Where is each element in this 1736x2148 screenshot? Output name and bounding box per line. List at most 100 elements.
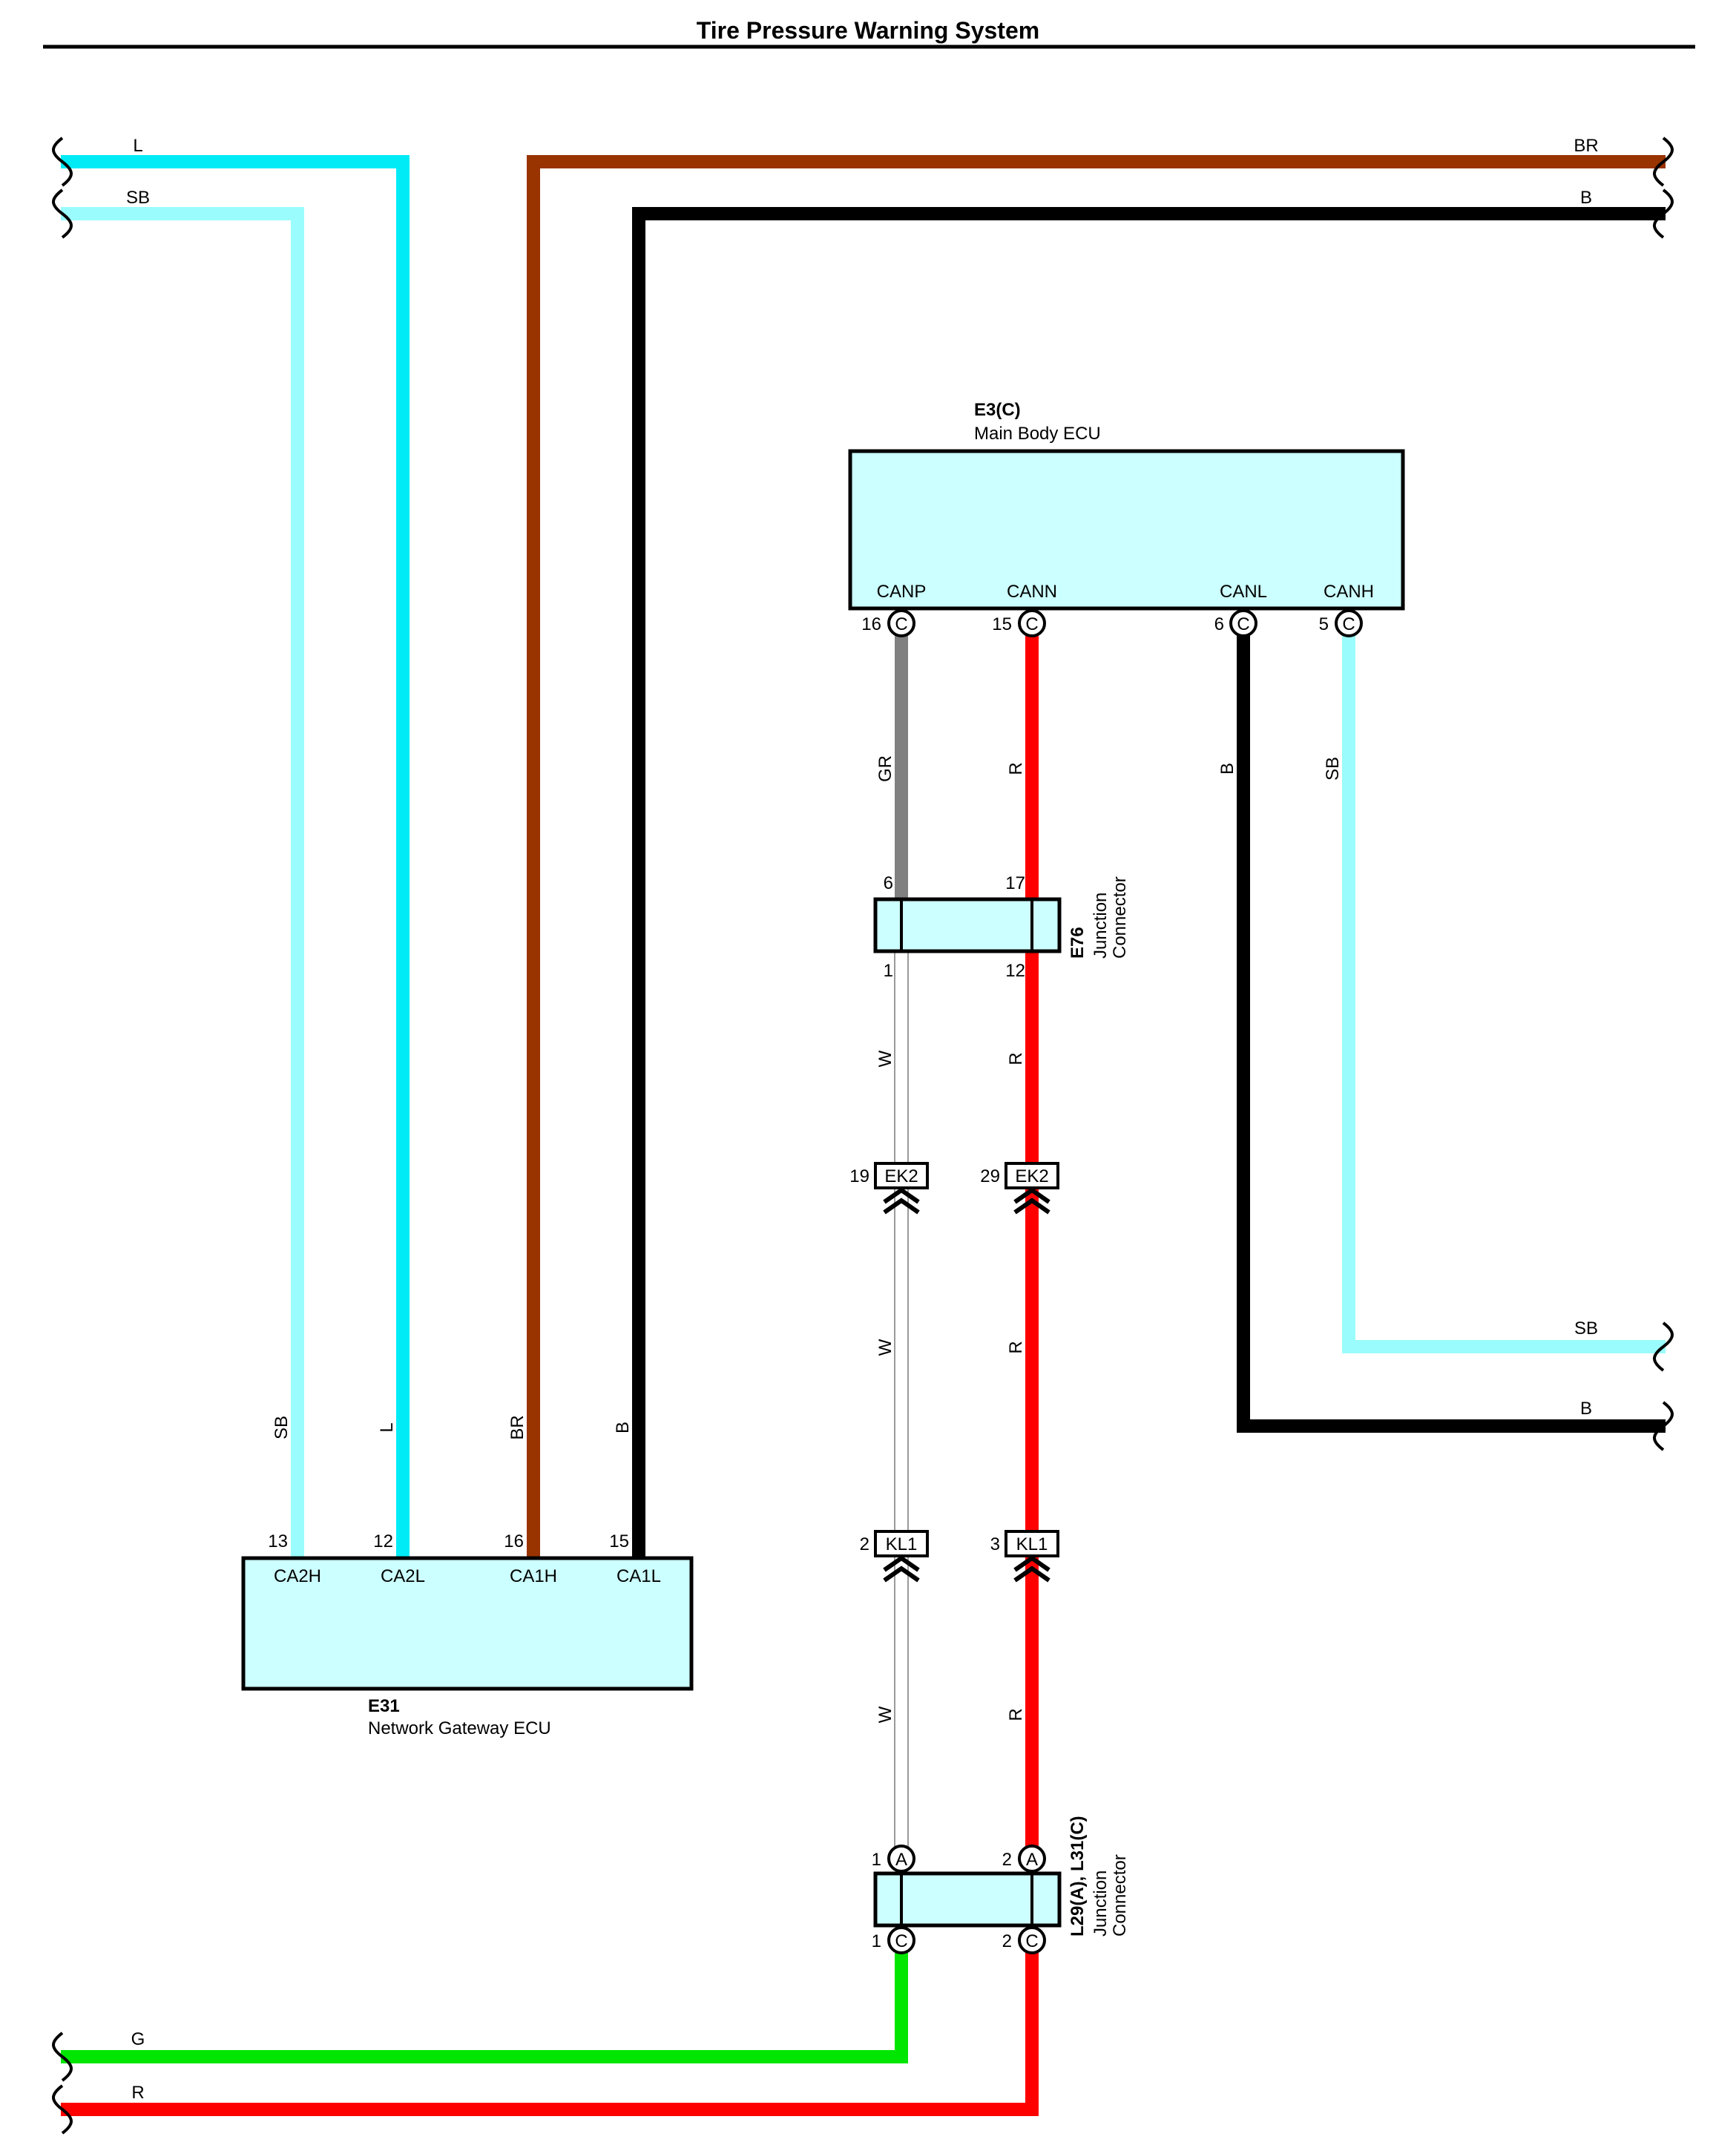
ek2-right-pin: 29: [980, 1166, 1000, 1186]
svg-text:A: A: [895, 1850, 907, 1870]
edge-label-sb-right: SB: [1574, 1318, 1598, 1339]
main-body-ecu-code: E3(C): [974, 400, 1021, 420]
edge-label-br: BR: [1574, 136, 1598, 156]
gw-pin-12: 12: [373, 1531, 393, 1551]
gw-pin-13: 13: [268, 1531, 288, 1551]
wire-label-b-canl: B: [1217, 763, 1237, 775]
terminal-ca1l-name: CA1L: [617, 1566, 661, 1586]
e76-connector-box: [873, 897, 1062, 953]
svg-text:C: C: [1237, 614, 1249, 634]
l29-line2: Connector: [1110, 1854, 1130, 1937]
gw-pin-15: 15: [609, 1531, 629, 1551]
break-symbol-b-right: [1653, 188, 1674, 239]
pin-canh: C 5: [1319, 609, 1363, 637]
ek2-connector-left: EK2 19: [849, 1162, 929, 1215]
svg-text:C: C: [895, 1931, 907, 1951]
gateway-ecu-name: Network Gateway ECU: [368, 1718, 551, 1738]
wire-label-r2: R: [1006, 1341, 1026, 1353]
svg-text:KL1: KL1: [1016, 1534, 1048, 1554]
svg-text:C: C: [1025, 614, 1038, 634]
e76-line2: Connector: [1110, 876, 1130, 959]
svg-text:1: 1: [872, 1931, 881, 1951]
svg-text:C: C: [895, 614, 907, 634]
gw-wire-label-br: BR: [507, 1415, 527, 1439]
kl1-connector-left: KL1 2: [860, 1530, 929, 1583]
pin-canp-number: 16: [861, 614, 881, 634]
l29-code: L29(A), L31(C): [1068, 1816, 1088, 1937]
pin-canh-number: 5: [1319, 614, 1329, 634]
kl1-right-pin: 3: [990, 1534, 1000, 1554]
e76-line1: Junction: [1091, 893, 1111, 959]
edge-label-b-right: B: [1580, 188, 1592, 208]
terminal-ca2h-name: CA2H: [274, 1566, 321, 1586]
wire-label-w2: W: [875, 1339, 895, 1356]
terminal-canh-name: CANH: [1324, 582, 1374, 602]
terminal-cann-name: CANN: [1007, 582, 1057, 602]
ek2-right-chevron-icon: [1013, 1187, 1051, 1215]
kl1-connector-right: KL1 3: [990, 1530, 1059, 1583]
kl1-left-pin: 2: [860, 1534, 869, 1554]
wire-sb-canh: [1342, 623, 1666, 1353]
kl1-right-chevron-icon: [1013, 1555, 1051, 1583]
break-symbol-sb-left: [52, 188, 73, 239]
svg-text:EK2: EK2: [884, 1166, 918, 1186]
e76-pin-1: 1: [884, 961, 893, 981]
wire-label-gr: GR: [875, 755, 895, 782]
svg-text:2: 2: [1002, 1931, 1012, 1951]
wire-b-canl: [1237, 623, 1666, 1433]
break-symbol-l: [52, 137, 73, 187]
pin-cann: C 15: [992, 609, 1046, 637]
ek2-left-pin: 19: [849, 1166, 869, 1186]
wire-sb-top: [61, 207, 304, 1560]
break-symbol-br: [1653, 137, 1674, 187]
edge-label-b-right2: B: [1580, 1399, 1592, 1419]
gw-wire-label-sb: SB: [272, 1416, 292, 1439]
pin-cann-number: 15: [992, 614, 1012, 634]
svg-text:C: C: [1025, 1931, 1038, 1951]
break-symbol-b-right2: [1653, 1401, 1674, 1451]
diagram-title: Tire Pressure Warning System: [697, 17, 1039, 44]
edge-label-sb-left: SB: [126, 188, 150, 208]
svg-text:KL1: KL1: [886, 1534, 918, 1554]
wire-br-top: [527, 155, 1666, 1560]
e76-pin-12: 12: [1005, 961, 1025, 981]
wire-label-w3: W: [875, 1706, 895, 1723]
gateway-ecu-code: E31: [368, 1696, 400, 1716]
wire-label-sb-canh: SB: [1323, 757, 1343, 781]
main-body-ecu-box: [848, 449, 1405, 611]
svg-text:2: 2: [1002, 1850, 1012, 1870]
terminal-ca2l-name: CA2L: [381, 1566, 425, 1586]
svg-text:EK2: EK2: [1015, 1166, 1048, 1186]
terminal-canp-name: CANP: [877, 582, 927, 602]
l29-pin-bottom-left: C 1: [872, 1926, 915, 1954]
l29-connector-box: [873, 1871, 1062, 1928]
gw-wire-label-b: B: [613, 1422, 633, 1433]
pin-canl: C 6: [1214, 609, 1257, 637]
wire-label-r1: R: [1006, 1052, 1026, 1065]
wire-label-r-cann: R: [1006, 762, 1026, 775]
edge-label-l: L: [133, 136, 142, 156]
svg-text:A: A: [1026, 1850, 1038, 1870]
main-body-ecu-name: Main Body ECU: [974, 424, 1101, 444]
gw-wire-label-l: L: [377, 1422, 397, 1432]
wire-r-bottom: [61, 1940, 1039, 2116]
l29-line1: Junction: [1091, 1871, 1111, 1937]
svg-text:C: C: [1342, 614, 1355, 634]
break-symbol-g: [52, 2032, 73, 2082]
gateway-ecu-box: [241, 1556, 694, 1691]
break-symbol-r: [52, 2084, 73, 2135]
edge-label-r: R: [131, 2083, 144, 2103]
wire-label-w1: W: [875, 1050, 895, 1067]
l29-pin-top-right: A 2: [1002, 1845, 1046, 1873]
kl1-left-chevron-icon: [883, 1555, 920, 1583]
l29-pin-top-left: A 1: [872, 1845, 915, 1873]
ek2-connector-right: EK2 29: [980, 1162, 1059, 1215]
pin-canp: C 16: [861, 609, 915, 637]
edge-label-g: G: [131, 2029, 145, 2049]
pin-canl-number: 6: [1214, 614, 1224, 634]
svg-text:1: 1: [872, 1850, 881, 1870]
l29-pin-bottom-right: C 2: [1002, 1926, 1046, 1954]
wire-b-top: [632, 207, 1666, 1560]
ek2-left-chevron-icon: [883, 1187, 920, 1215]
e76-code: E76: [1068, 927, 1088, 959]
